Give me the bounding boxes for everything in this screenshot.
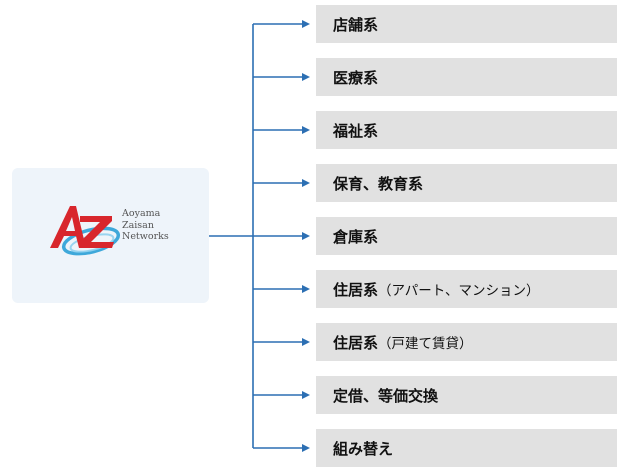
category-label: 住居系: [333, 333, 379, 352]
category-item: 福祉系: [316, 111, 617, 149]
category-label: 住居系: [333, 280, 379, 299]
company-name: Aoyama Zaisan Networks: [122, 208, 169, 243]
category-item: 住居系（戸建て賃貸）: [316, 323, 617, 361]
arrowhead-icon: [302, 285, 310, 293]
category-item: 住居系（アパート、マンション）: [316, 270, 617, 308]
category-label: 医療系: [333, 68, 379, 87]
company-logo-card: Aoyama Zaisan Networks: [12, 168, 209, 303]
category-item: 保育、教育系: [316, 164, 617, 202]
category-item: 組み替え: [316, 429, 617, 467]
category-item: 医療系: [316, 58, 617, 96]
category-label: 定借、等価交換: [333, 386, 439, 405]
arrowhead-icon: [302, 73, 310, 81]
category-label: 福祉系: [333, 121, 379, 140]
az-logo-mark: [50, 206, 121, 256]
arrowhead-icon: [302, 444, 310, 452]
category-note: （アパート、マンション）: [378, 283, 540, 299]
company-name-line-3: Networks: [122, 231, 169, 242]
arrowhead-icon: [302, 126, 310, 134]
arrowhead-icon: [302, 179, 310, 187]
category-item: 倉庫系: [316, 217, 617, 255]
arrowhead-icon: [302, 391, 310, 399]
arrowhead-icon: [302, 338, 310, 346]
category-label: 組み替え: [333, 439, 394, 458]
category-label: 倉庫系: [333, 227, 379, 246]
category-note: （戸建て賃貸）: [378, 336, 473, 352]
arrowhead-icon: [302, 232, 310, 240]
company-name-line-2: Zaisan: [122, 219, 154, 231]
category-item: 定借、等価交換: [316, 376, 617, 414]
category-label: 店舗系: [333, 15, 379, 34]
arrowhead-icon: [302, 20, 310, 28]
company-name-line-1: Aoyama: [122, 208, 161, 219]
category-item: 店舗系: [316, 5, 617, 43]
category-label: 保育、教育系: [333, 174, 424, 193]
